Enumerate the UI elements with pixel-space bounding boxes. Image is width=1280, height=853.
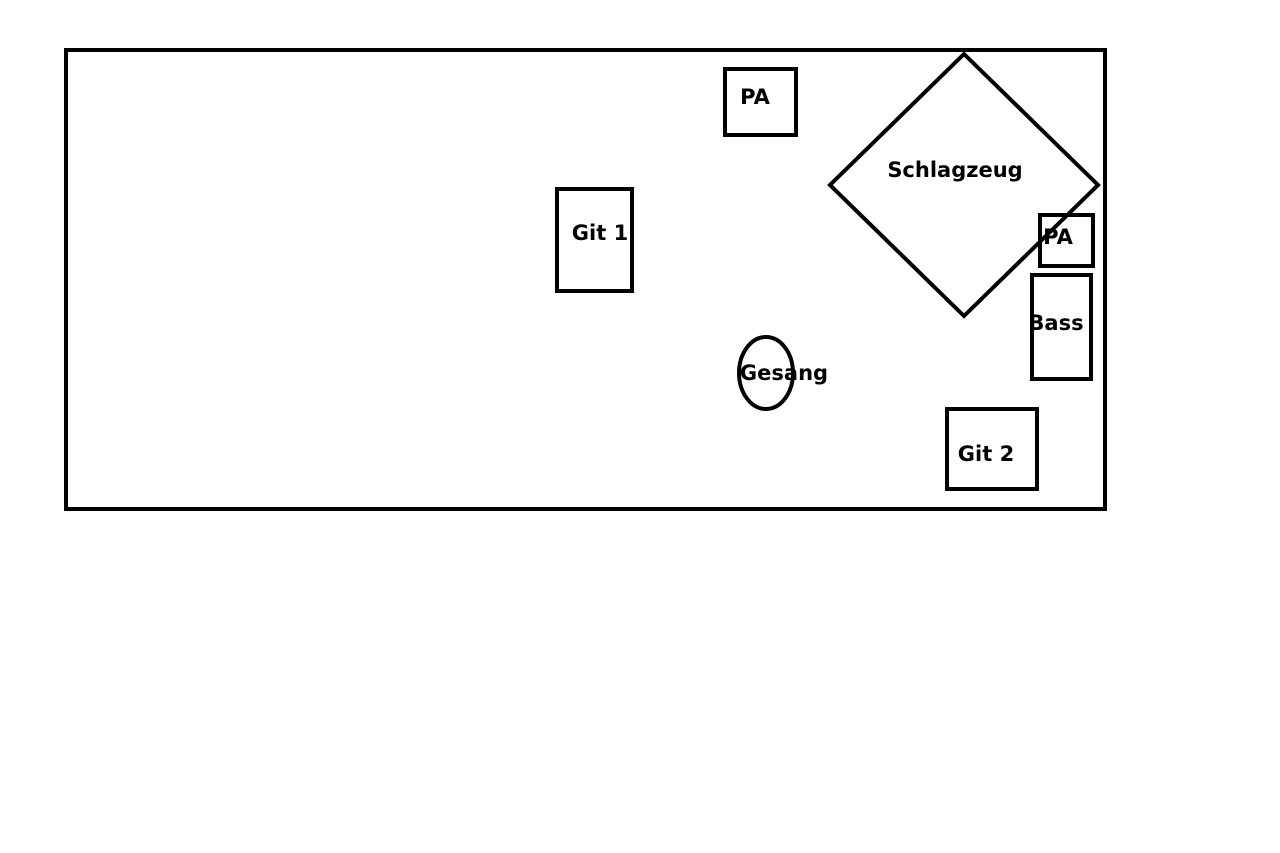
bass: Bass [1028, 273, 1093, 381]
pa-right-label: PA [1043, 225, 1073, 249]
pa-top-label: PA [740, 85, 770, 109]
bass-label: Bass [1028, 311, 1083, 335]
bass-box [1030, 273, 1093, 381]
stage-outline [64, 48, 1107, 511]
pa-top-box [723, 67, 798, 137]
git1: Git 1 [555, 187, 634, 293]
git2-label: Git 2 [958, 442, 1014, 466]
schlagzeug-diamond [827, 51, 1101, 319]
git2: Git 2 [945, 407, 1039, 491]
pa-right: PA [1038, 213, 1095, 268]
gesang-label: Gesang [740, 361, 828, 385]
schlagzeug: Schlagzeug [827, 51, 1101, 319]
gesang-ellipse [737, 335, 795, 411]
git2-box [945, 407, 1039, 491]
git1-label: Git 1 [572, 221, 628, 245]
pa-right-box [1038, 213, 1095, 268]
git1-box [555, 187, 634, 293]
gesang: Gesang [737, 335, 828, 411]
schlagzeug-label: Schlagzeug [887, 158, 1022, 182]
pa-top: PA [723, 67, 798, 137]
